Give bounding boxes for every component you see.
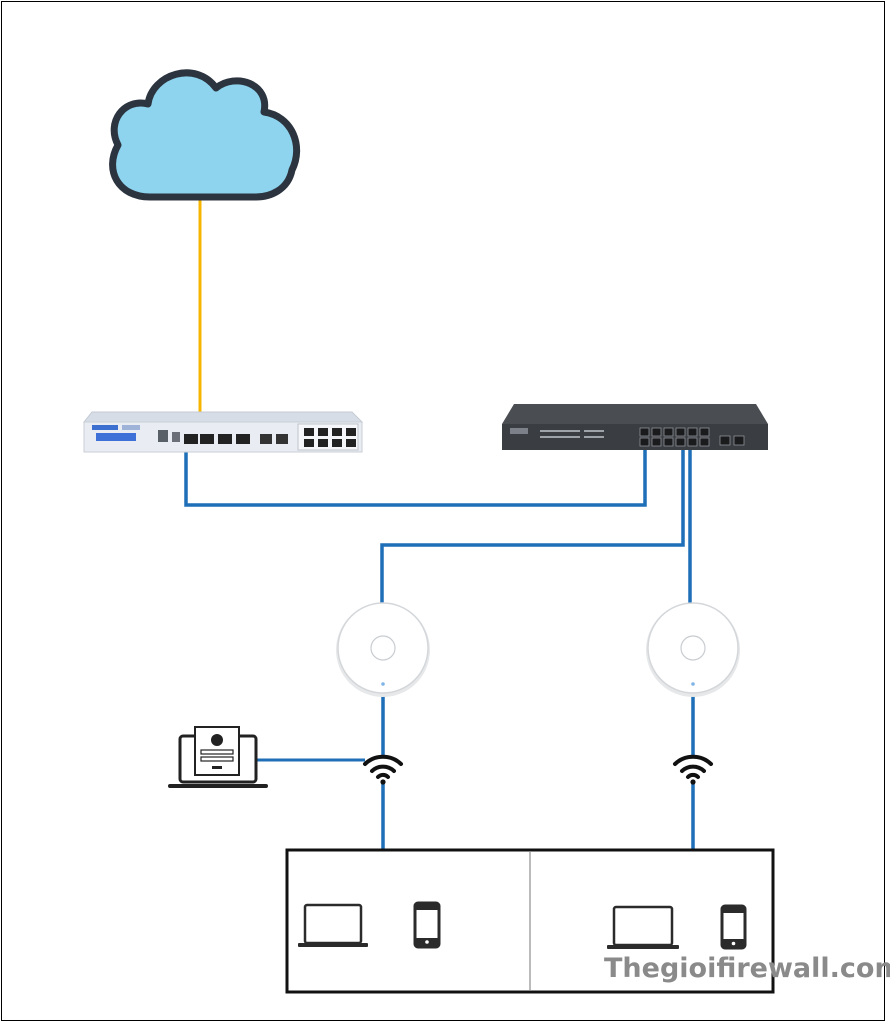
wifi-icon-2 — [673, 754, 713, 785]
access-point-2-icon — [646, 602, 740, 697]
smartphone-icon-2 — [720, 904, 747, 950]
lan-link-switch-ap1 — [380, 447, 685, 605]
client-devices-box — [285, 848, 775, 994]
captive-portal-laptop-icon — [168, 726, 268, 788]
laptop-icon-1 — [298, 903, 368, 947]
poe-switch-icon — [502, 404, 768, 450]
firewall-appliance-icon — [82, 411, 364, 453]
watermark-text: Thegioifirewall.com — [604, 953, 890, 984]
access-point-1-icon — [336, 602, 430, 697]
laptop-icon-2 — [607, 905, 679, 949]
connections — [184, 195, 695, 850]
smartphone-icon-1 — [413, 901, 441, 949]
lan-link-firewall-switch — [184, 447, 647, 507]
cloud-icon — [109, 69, 301, 201]
wifi-icon-1 — [363, 754, 403, 785]
